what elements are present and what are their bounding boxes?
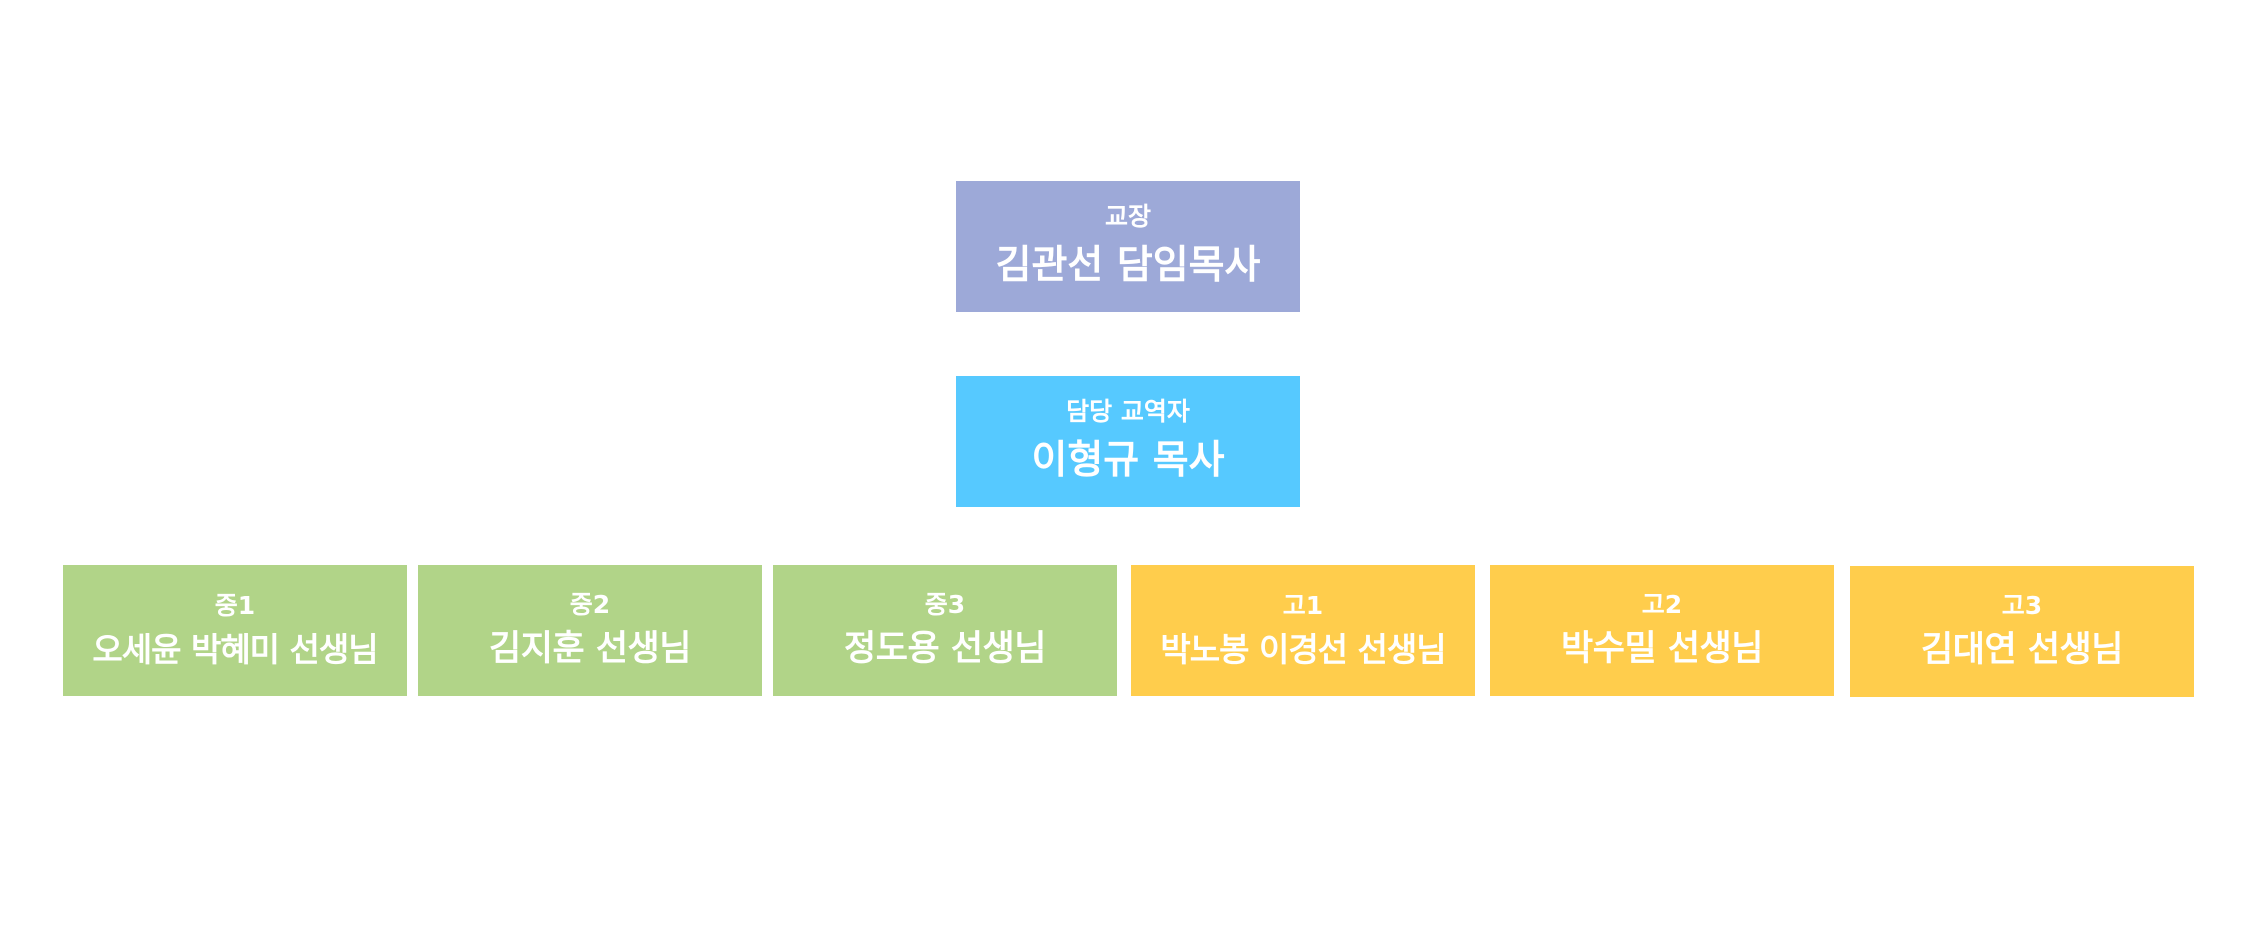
teacher-name: 정도용 선생님 [844, 628, 1046, 669]
minister-role: 담당 교역자 [1066, 397, 1190, 427]
teacher-name: 김대연 선생님 [1921, 629, 2123, 670]
grade-box-high-1: 고1 박노봉 이경선 선생님 [1131, 565, 1475, 696]
grade-label: 중1 [214, 590, 256, 620]
teacher-name: 김지훈 선생님 [489, 628, 691, 669]
principal-box: 교장 김관선 담임목사 [956, 181, 1300, 312]
grade-label: 고1 [1282, 590, 1324, 620]
grade-box-middle-1: 중1 오세윤 박혜미 선생님 [63, 565, 407, 696]
grade-label: 중3 [924, 589, 966, 619]
minister-box: 담당 교역자 이형규 목사 [956, 376, 1300, 507]
grade-label: 중2 [569, 589, 611, 619]
teacher-name: 박노봉 이경선 선생님 [1160, 629, 1446, 669]
teacher-name: 오세윤 박혜미 선생님 [92, 629, 378, 669]
principal-role: 교장 [1104, 202, 1151, 232]
teacher-name: 박수밀 선생님 [1561, 628, 1763, 669]
grade-box-high-2: 고2 박수밀 선생님 [1490, 565, 1834, 696]
grade-box-middle-2: 중2 김지훈 선생님 [418, 565, 762, 696]
grade-label: 고2 [1641, 589, 1683, 619]
minister-name: 이형규 목사 [1031, 438, 1225, 484]
grade-label: 고3 [2001, 590, 2043, 620]
grade-box-middle-3: 중3 정도용 선생님 [773, 565, 1117, 696]
grade-box-high-3: 고3 김대연 선생님 [1850, 566, 2194, 697]
principal-name: 김관선 담임목사 [995, 243, 1261, 289]
